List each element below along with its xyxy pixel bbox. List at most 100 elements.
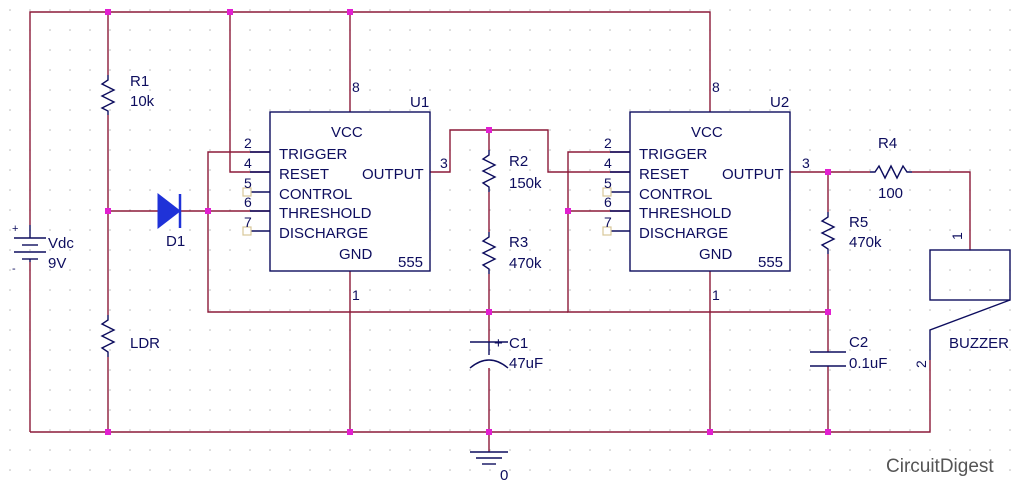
u2-trigger-label: TRIGGER	[639, 146, 708, 163]
buzzer-pin-1: 1	[949, 232, 965, 240]
junction-node	[486, 309, 492, 315]
circuitdigest-logo: CircuitDigest	[886, 456, 994, 477]
u1-trigger-label: TRIGGER	[279, 146, 348, 163]
u1-pin-3: 3	[440, 155, 448, 171]
r4-value: 100	[878, 185, 903, 202]
u2-gnd-label: GND	[699, 246, 733, 263]
u2-pin-5: 5	[604, 175, 612, 191]
timer-ic-u2: 2 4 5 6 7 8 1 3 U2 VCC TRIGGER RESET OUT…	[602, 79, 810, 303]
u2-output-label: OUTPUT	[722, 166, 784, 183]
u1-vcc-label: VCC	[331, 124, 363, 141]
u2-pin-8: 8	[712, 79, 720, 95]
c1-value: 47uF	[509, 355, 543, 372]
unconnected-pin-box	[242, 187, 252, 197]
c1-plus-label: +	[494, 335, 503, 352]
u2-pin-7: 7	[604, 214, 612, 230]
unconnected-pin-box	[602, 226, 612, 236]
u1-output-label: OUTPUT	[362, 166, 424, 183]
junction-node	[347, 429, 353, 435]
buzzer: 1 2 BUZZER	[913, 232, 1011, 368]
buzzer-name: BUZZER	[949, 335, 1009, 352]
r4-name: R4	[878, 135, 897, 152]
u1-part-label: 555	[398, 254, 423, 271]
u1-pin-2: 2	[244, 135, 252, 151]
resistor-r1: R1 10k	[100, 73, 155, 115]
battery-vdc: + - Vdc 9V	[12, 223, 74, 275]
u2-pin-2: 2	[604, 135, 612, 151]
junction-node	[205, 208, 211, 214]
junction-node	[825, 309, 831, 315]
ground-symbol: 0	[470, 451, 508, 484]
u2-ref: U2	[770, 94, 789, 111]
u1-reset-label: RESET	[279, 166, 329, 183]
u2-reset-label: RESET	[639, 166, 689, 183]
u2-discharge-label: DISCHARGE	[639, 225, 728, 242]
u1-gnd-label: GND	[339, 246, 373, 263]
resistor-r3: R3 470k	[481, 232, 542, 274]
diode-d1: D1	[157, 192, 185, 250]
battery-plus-label: +	[12, 223, 18, 235]
junction-node	[565, 208, 571, 214]
r5-name: R5	[849, 214, 868, 231]
u2-threshold-label: THRESHOLD	[639, 205, 732, 222]
buzzer-pin-2: 2	[913, 360, 929, 368]
junction-node	[105, 429, 111, 435]
u1-pin-6: 6	[244, 194, 252, 210]
u1-ref: U1	[410, 94, 429, 111]
watermark-text: CircuitDigest	[886, 456, 994, 477]
battery-name: Vdc	[48, 235, 74, 252]
c1-name: C1	[509, 335, 528, 352]
junction-node	[227, 9, 233, 15]
u1-pin-8: 8	[352, 79, 360, 95]
battery-value: 9V	[48, 255, 66, 272]
c2-name: C2	[849, 334, 868, 351]
ldr-resistor: LDR	[100, 315, 160, 357]
u2-pin-6: 6	[604, 194, 612, 210]
u1-pin-1: 1	[352, 287, 360, 303]
unconnected-pin-box	[602, 187, 612, 197]
junction-node	[707, 429, 713, 435]
junction-node	[105, 208, 111, 214]
u2-pin-1: 1	[712, 287, 720, 303]
u2-pin-4: 4	[604, 155, 612, 171]
u2-vcc-label: VCC	[691, 124, 723, 141]
junction-node	[347, 9, 353, 15]
junction-node	[825, 429, 831, 435]
junction-node	[486, 127, 492, 133]
resistor-r5: R5 470k	[820, 212, 882, 254]
junction-nodes	[105, 9, 831, 435]
r3-name: R3	[509, 234, 528, 251]
u2-control-label: CONTROL	[639, 186, 712, 203]
u1-threshold-label: THRESHOLD	[279, 205, 372, 222]
u1-pin-4: 4	[244, 155, 252, 171]
r3-value: 470k	[509, 255, 542, 272]
resistor-r2: R2 150k	[481, 150, 542, 192]
junction-node	[486, 429, 492, 435]
u2-part-label: 555	[758, 254, 783, 271]
unconnected-pin-box	[242, 226, 252, 236]
u1-pin-7: 7	[244, 214, 252, 230]
timer-ic-u1: 2 4 5 6 7 8 1 3 U1 VCC TRIGGER RESET OUT…	[242, 79, 448, 303]
battery-minus-label: -	[12, 263, 16, 275]
r2-value: 150k	[509, 175, 542, 192]
u1-pin-5: 5	[244, 175, 252, 191]
resistor-r4: R4 100	[870, 135, 912, 202]
junction-node	[825, 169, 831, 175]
ground-label: 0	[500, 467, 508, 484]
r1-value: 10k	[130, 93, 155, 110]
junction-node	[105, 9, 111, 15]
ldr-name: LDR	[130, 335, 160, 352]
r1-name: R1	[130, 73, 149, 90]
u1-discharge-label: DISCHARGE	[279, 225, 368, 242]
r2-name: R2	[509, 153, 528, 170]
d1-name: D1	[166, 233, 185, 250]
capacitor-c1: + C1 47uF	[469, 335, 543, 372]
r5-value: 470k	[849, 234, 882, 251]
c2-value: 0.1uF	[849, 355, 887, 372]
u2-pin-3: 3	[802, 155, 810, 171]
capacitor-c2: C2 0.1uF	[810, 334, 887, 372]
u1-control-label: CONTROL	[279, 186, 352, 203]
wires	[29, 11, 971, 452]
